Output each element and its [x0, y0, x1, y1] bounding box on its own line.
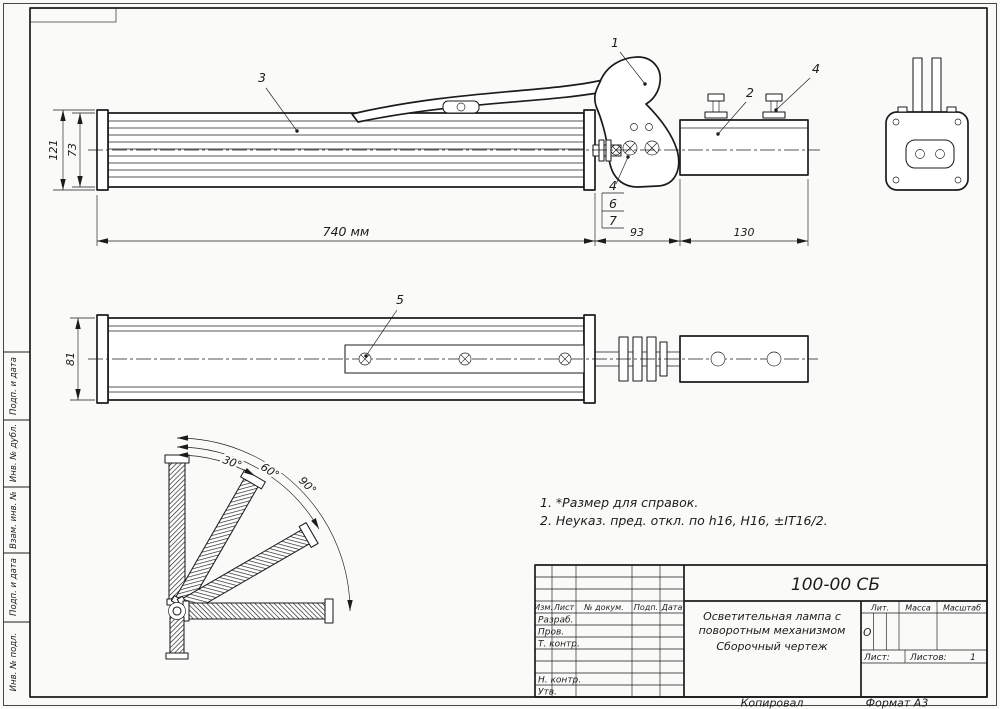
notes: 1. *Размер для справок. 2. Неуказ. пред.…: [540, 495, 828, 528]
side-view: 121 73 740 мм 93 130 1 2 3 4 4 6 7: [47, 35, 820, 246]
list-label: Лист:: [863, 653, 890, 663]
top-view: 81 5: [64, 292, 818, 404]
angle-label-30: 30°: [221, 453, 244, 472]
copied-label: Копировал: [741, 697, 804, 709]
shaft-nut-1: [598, 139, 605, 162]
callout-4: 4: [812, 61, 820, 76]
counterweight-box: [679, 119, 809, 176]
prong-right: [931, 57, 942, 113]
listov-value: 1: [970, 653, 976, 663]
side-view-dimensions: 121 73 740 мм 93 130: [47, 109, 809, 246]
massa-label: Масса: [905, 604, 931, 613]
top-view-callouts: 5: [364, 292, 404, 358]
side-strip-dividers: [3, 351, 30, 623]
angle-label-60: 60°: [258, 460, 281, 482]
top-view-dimensions: 81: [64, 317, 95, 401]
profile-edges: [108, 325, 584, 393]
col-list: Лист: [553, 603, 575, 612]
callout-6: 6: [609, 196, 617, 211]
bracket-hole-right: [766, 351, 782, 367]
doc-type: Сборочный чертеж: [716, 640, 827, 653]
listov-label: Листов:: [909, 653, 947, 663]
angle-label-90: 90°: [296, 474, 319, 497]
plate-screws: [358, 352, 572, 366]
lit-value: О: [863, 627, 871, 639]
corner-screw-br: [954, 176, 962, 184]
bracket-hole-left: [710, 351, 726, 367]
connector-plate: [905, 139, 955, 169]
dim-81: 81: [64, 352, 77, 366]
lamp-ribs: [108, 120, 584, 178]
corner-screw-tl: [892, 118, 900, 126]
connector-hole-left: [915, 149, 925, 159]
arm-screw: [456, 102, 466, 112]
product-name-line1: Осветительная лампа с: [703, 610, 841, 623]
top-notch-right: [946, 106, 957, 113]
side-label-podp-data-1: Подп. и дата: [9, 357, 19, 415]
pivot-stub: [169, 616, 185, 656]
pivot-center: [172, 606, 182, 616]
row-prov: Пров.: [538, 628, 564, 638]
top-left-extra-box: [29, 7, 117, 23]
shaft-nut-2: [605, 139, 612, 162]
col-data: Дата: [661, 603, 683, 612]
arc-90: [176, 435, 353, 612]
side-label-inv-podl: Инв. № подл.: [9, 633, 19, 692]
note-1: 1. *Размер для справок.: [540, 495, 698, 510]
dim-93: 93: [630, 226, 644, 239]
pivot-bolt-crosses: [612, 142, 658, 154]
box-bolt-left: [704, 93, 728, 119]
callout-5: 5: [396, 292, 404, 307]
title-block-grid-left: [535, 565, 684, 697]
corner-screw-bl: [892, 176, 900, 184]
outer-border: [3, 3, 997, 706]
side-label-inv-dubl: Инв. № дубл.: [9, 424, 19, 482]
sheet-frame: Подп. и дата Инв. № дубл. Взам. инв. № П…: [3, 3, 997, 709]
corner-screw-tr: [954, 118, 962, 126]
pivot-pin-right: [645, 123, 653, 131]
dim-740: 740 мм: [323, 224, 370, 239]
row-nkontr: Н. контр.: [538, 676, 581, 686]
callout-2: 2: [746, 85, 754, 100]
callout-3: 3: [258, 70, 266, 85]
lamp-end-body: [885, 111, 969, 191]
row-utv: Утв.: [538, 688, 557, 698]
col-izm: Изм.: [534, 603, 553, 612]
callout-7: 7: [609, 213, 617, 228]
title-block-main-dividers: [683, 565, 987, 697]
rotation-diagram: 30° 60° 90°: [164, 435, 353, 660]
dim-121: 121: [47, 140, 60, 161]
pivot-pin-left: [630, 123, 638, 131]
title-block-border: [534, 564, 988, 698]
connector-hole-right: [935, 149, 945, 159]
callout-1: 1: [611, 35, 619, 50]
top-notch-left: [897, 106, 908, 113]
pivot-bracket: [593, 56, 680, 188]
box-bolt-right: [762, 93, 786, 119]
lamp-position-90: [182, 598, 334, 624]
side-view-callouts: 1 2 3 4 4 6 7: [258, 35, 820, 229]
prong-left: [912, 57, 923, 113]
title-block-grid-right: [861, 601, 987, 664]
format-label: Формат А3: [866, 697, 929, 709]
side-label-vzam-inv: Взам. инв. №: [9, 491, 19, 549]
product-name-line2: поворотным механизмом: [699, 624, 846, 637]
row-razrab: Разраб.: [538, 616, 573, 626]
col-docnum: № докум.: [583, 603, 623, 612]
side-label-podp-data-2: Подп. и дата: [9, 558, 19, 616]
masshtab-label: Масштаб: [943, 604, 981, 613]
title-block: Изм. Лист № докум. Подп. Дата Разраб. Пр…: [534, 564, 988, 698]
callout-4-stacked: 4: [609, 178, 617, 193]
end-view: [885, 57, 969, 191]
note-2: 2. Неуказ. пред. откл. по h16, Н16, ±IT1…: [540, 513, 828, 528]
dim-73: 73: [66, 143, 79, 157]
col-podp: Подп.: [634, 603, 658, 612]
dim-130: 130: [734, 226, 755, 239]
pivot-stub-cap: [165, 652, 189, 660]
row-tkontr: Т. контр.: [538, 640, 580, 650]
lit-label: Лит.: [870, 604, 889, 613]
doc-number: 100-00 СБ: [791, 575, 880, 595]
